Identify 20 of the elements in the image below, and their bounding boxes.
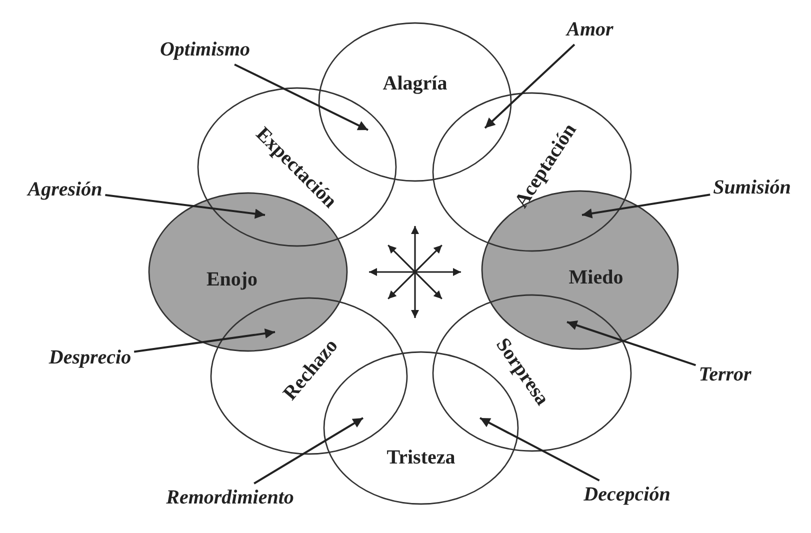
emotion-label: Alagría — [382, 72, 448, 96]
arrow — [134, 328, 276, 353]
arrow — [566, 320, 696, 366]
arrow — [105, 194, 266, 219]
emotion-label: Agresión — [28, 178, 102, 202]
emotion-label: Terror — [698, 364, 752, 386]
emotion-label: Desprecio — [48, 346, 132, 370]
emotion-label: Remordimiento — [166, 486, 294, 510]
emotion-label: Miedo — [568, 266, 624, 290]
arrow — [484, 44, 576, 129]
emotion-label: Decepción — [584, 484, 670, 506]
emotion-label: Optimismo — [160, 38, 250, 62]
emotion-label: Amor — [566, 18, 614, 42]
emotion-label: Sumisión — [713, 176, 791, 200]
emotion-label: Enojo — [206, 268, 258, 292]
arrow — [234, 64, 368, 131]
emotion-label: Tristeza — [386, 446, 456, 470]
arrow — [480, 417, 600, 482]
arrow — [582, 194, 710, 218]
arrow — [254, 417, 364, 484]
